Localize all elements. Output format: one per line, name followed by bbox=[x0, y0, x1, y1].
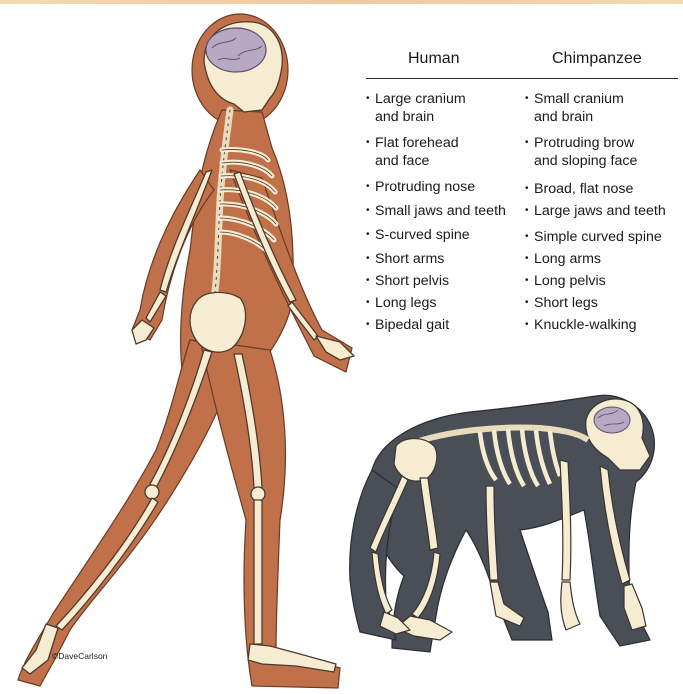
list-item: •Knuckle-walking bbox=[525, 316, 637, 334]
list-item: •Large jaws and teeth bbox=[525, 202, 666, 220]
trait-text: Knuckle-walking bbox=[534, 316, 637, 334]
list-item: •Protruding brow and sloping face bbox=[525, 134, 637, 170]
list-item: •Simple curved spine bbox=[525, 228, 662, 246]
trait-text: Broad, flat nose bbox=[534, 180, 633, 198]
trait-text: Short pelvis bbox=[375, 272, 449, 290]
list-item: •Long pelvis bbox=[525, 272, 606, 290]
trait-text: Bipedal gait bbox=[375, 316, 449, 334]
copyright-credit: ©DaveCarlson bbox=[52, 651, 107, 661]
trait-text: Protruding nose bbox=[375, 178, 475, 196]
trait-text: Flat forehead and face bbox=[375, 134, 459, 170]
list-item: •Broad, flat nose bbox=[525, 180, 633, 198]
list-item: •Long arms bbox=[525, 250, 601, 268]
trait-text: Large cranium and brain bbox=[375, 90, 466, 126]
list-item: •Small jaws and teeth bbox=[366, 202, 506, 220]
column-header-human: Human bbox=[408, 50, 460, 68]
trait-text: S-curved spine bbox=[375, 226, 470, 244]
trait-text: Short arms bbox=[375, 250, 444, 268]
list-item: •Large cranium and brain bbox=[366, 90, 466, 126]
trait-text: Small cranium and brain bbox=[534, 90, 624, 126]
trait-text: Large jaws and teeth bbox=[534, 202, 666, 220]
list-item: •Bipedal gait bbox=[366, 316, 449, 334]
list-item: •Long legs bbox=[366, 294, 437, 312]
list-item: •Short arms bbox=[366, 250, 444, 268]
list-item: •Short legs bbox=[525, 294, 598, 312]
human-pelvis bbox=[190, 292, 246, 352]
human-brain bbox=[206, 28, 266, 72]
list-item: •S-curved spine bbox=[366, 226, 470, 244]
list-item: •Small cranium and brain bbox=[525, 90, 624, 126]
chimp-pelvis bbox=[394, 439, 437, 482]
trait-text: Simple curved spine bbox=[534, 228, 662, 246]
trait-text: Long legs bbox=[375, 294, 437, 312]
list-item: •Flat forehead and face bbox=[366, 134, 459, 170]
list-item: •Short pelvis bbox=[366, 272, 449, 290]
chimp-brain bbox=[594, 407, 630, 433]
trait-text: Long pelvis bbox=[534, 272, 606, 290]
header-divider bbox=[366, 78, 678, 79]
human-figure bbox=[18, 14, 352, 688]
trait-text: Short legs bbox=[534, 294, 598, 312]
trait-text: Protruding brow and sloping face bbox=[534, 134, 637, 170]
trait-text: Long arms bbox=[534, 250, 601, 268]
column-header-chimp: Chimpanzee bbox=[552, 50, 642, 68]
list-item: •Protruding nose bbox=[366, 178, 475, 196]
trait-text: Small jaws and teeth bbox=[375, 202, 506, 220]
